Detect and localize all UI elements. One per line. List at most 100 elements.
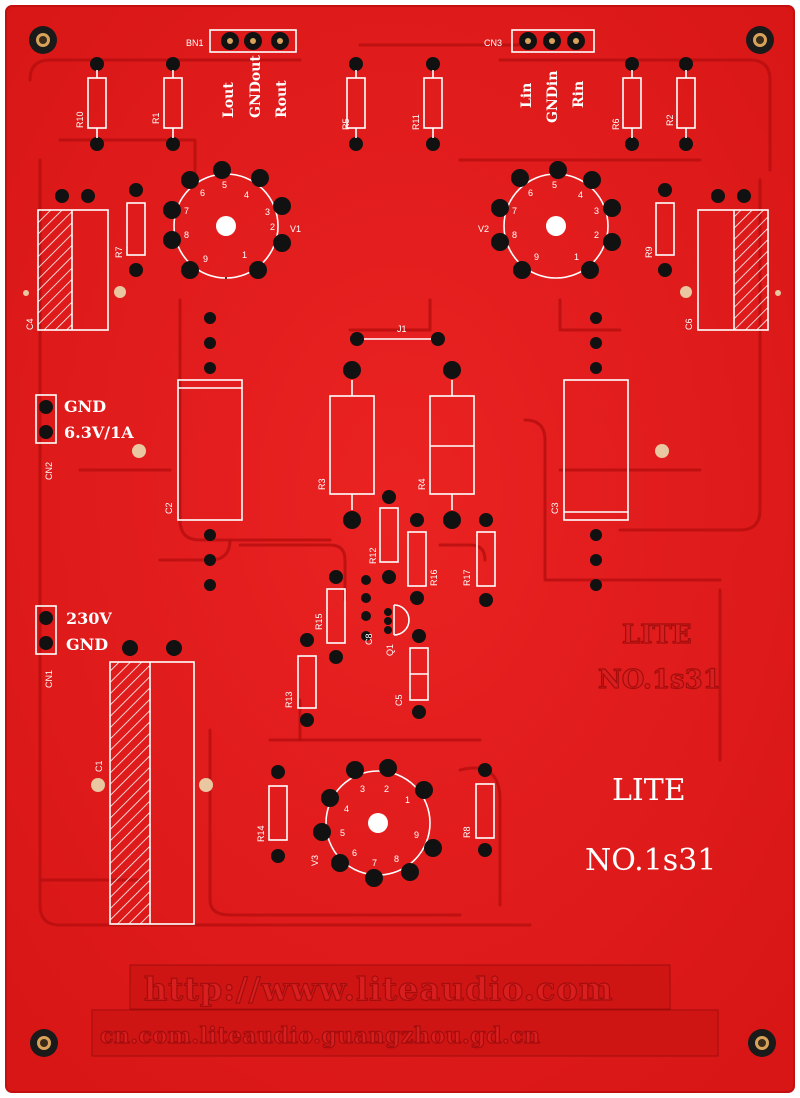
svg-text:6: 6 [528, 188, 533, 198]
svg-text:R6: R6 [611, 118, 621, 130]
svg-text:C4: C4 [25, 318, 35, 330]
mounting-hole-bl [30, 1029, 58, 1057]
resistor-r5: R5 [341, 57, 366, 151]
svg-text:R4: R4 [417, 478, 427, 490]
jumper-j1: J1 [350, 324, 445, 346]
svg-text:R17: R17 [462, 569, 472, 586]
cn1-label: CN1 [44, 670, 54, 688]
svg-text:R2: R2 [665, 114, 675, 126]
bn1-pin-gndout: GNDout [248, 55, 264, 118]
tube-socket-v1: 2 1 3 4 5 6 7 8 9 V1 [163, 161, 301, 279]
cn2-pin-gnd: GND [64, 397, 106, 416]
bn1-label: BN1 [186, 38, 204, 48]
resistor-r9: R9 [644, 183, 675, 277]
board-title: LITE [612, 773, 686, 808]
svg-text:2: 2 [594, 230, 599, 240]
pad-strips [204, 312, 602, 591]
connector-cn3: CN3 Lin GNDin Rin [484, 29, 595, 123]
svg-text:3: 3 [360, 784, 365, 794]
transistor-q1: Q1 [384, 604, 410, 656]
board-model: NO.1s31 [585, 843, 716, 878]
resistor-r3: R3 [317, 361, 375, 529]
cn2-label: CN2 [44, 462, 54, 480]
pcb-substrate [5, 5, 795, 1093]
resistor-r14: R14 [256, 765, 288, 863]
cn3-pin-gndin: GNDin [545, 71, 561, 123]
svg-text:3: 3 [594, 206, 599, 216]
svg-text:R13: R13 [284, 691, 294, 708]
connector-bn1: BN1 Lout GNDout Rout [186, 29, 297, 118]
mounting-hole-br [748, 1029, 776, 1057]
resistor-r11: R11 [411, 57, 443, 151]
svg-text:R10: R10 [75, 111, 85, 128]
url-text-2: cn.com.liteaudio.guangzhou.gd.cn [100, 1023, 541, 1049]
svg-text:8: 8 [394, 854, 399, 864]
connector-cn2: GND 6.3V/1A CN2 [35, 394, 134, 480]
cn3-label: CN3 [484, 38, 502, 48]
svg-text:R7: R7 [114, 246, 124, 258]
svg-text:7: 7 [372, 858, 377, 868]
mounting-holes [29, 26, 776, 1057]
resistor-r12: R12 [368, 490, 399, 584]
svg-text:C6: C6 [684, 318, 694, 330]
svg-text:4: 4 [344, 804, 349, 814]
resistor-r16: R16 [407, 513, 439, 605]
svg-text:4: 4 [244, 190, 249, 200]
resistor-r8: R8 [462, 763, 495, 857]
svg-text:R9: R9 [644, 246, 654, 258]
resistor-r4: R4 [417, 361, 475, 529]
svg-text:5: 5 [340, 828, 345, 838]
svg-text:1: 1 [574, 252, 579, 262]
svg-text:J1: J1 [397, 324, 407, 334]
svg-text:4: 4 [578, 190, 583, 200]
connector-cn1: 230V GND CN1 [35, 605, 112, 688]
resistor-r7: R7 [114, 183, 146, 277]
svg-text:C8: C8 [364, 633, 374, 645]
svg-text:3: 3 [265, 207, 270, 217]
svg-text:C5: C5 [394, 694, 404, 706]
capacitor-c8: C8 [361, 575, 374, 645]
copper-traces [28, 43, 772, 927]
resistor-r17: R17 [462, 513, 496, 607]
v2-label: V2 [478, 224, 489, 234]
svg-text:Q1: Q1 [385, 644, 395, 656]
bn1-pin-rout: Rout [274, 80, 290, 118]
svg-text:R12: R12 [368, 547, 378, 564]
bn1-pin-lout: Lout [221, 82, 237, 118]
resistor-r2: R2 [665, 57, 696, 151]
v1-label: V1 [290, 224, 301, 234]
svg-text:C2: C2 [164, 502, 174, 514]
capacitor-c1: C1 [94, 640, 195, 925]
svg-text:1: 1 [405, 795, 410, 805]
svg-text:R15: R15 [314, 613, 324, 630]
faint-model: NO.1s31 [598, 665, 721, 695]
svg-text:2: 2 [270, 222, 275, 232]
svg-text:6: 6 [200, 188, 205, 198]
faint-logo: LITE NO.1s31 [597, 619, 721, 695]
capacitor-c5: C5 [394, 629, 429, 719]
svg-text:6: 6 [352, 848, 357, 858]
capacitor-c3: C3 [550, 379, 629, 521]
board-logo: LITE NO.1s31 [585, 773, 716, 878]
capacitor-c2: C2 [164, 379, 243, 521]
svg-text:8: 8 [512, 230, 517, 240]
svg-text:9: 9 [203, 254, 208, 264]
url-text: http://www.liteaudio.com [144, 970, 614, 1008]
capacitor-c6: C6 [684, 189, 769, 331]
svg-text:9: 9 [534, 252, 539, 262]
v3-label: V3 [310, 855, 320, 866]
cn3-pin-rin: Rin [571, 81, 587, 108]
cn2-pin-6v3: 6.3V/1A [64, 423, 134, 442]
svg-text:9: 9 [414, 830, 419, 840]
svg-text:R16: R16 [429, 569, 439, 586]
faint-title: LITE [622, 620, 692, 650]
svg-text:R5: R5 [341, 118, 351, 130]
svg-text:R8: R8 [462, 826, 472, 838]
resistor-r13: R13 [284, 633, 317, 727]
mounting-hole-tr [746, 26, 774, 54]
svg-text:7: 7 [512, 206, 517, 216]
svg-text:1: 1 [242, 250, 247, 260]
tube-socket-v2: 7 8 9 6 5 4 3 2 1 V2 [478, 161, 621, 279]
svg-text:7: 7 [184, 206, 189, 216]
